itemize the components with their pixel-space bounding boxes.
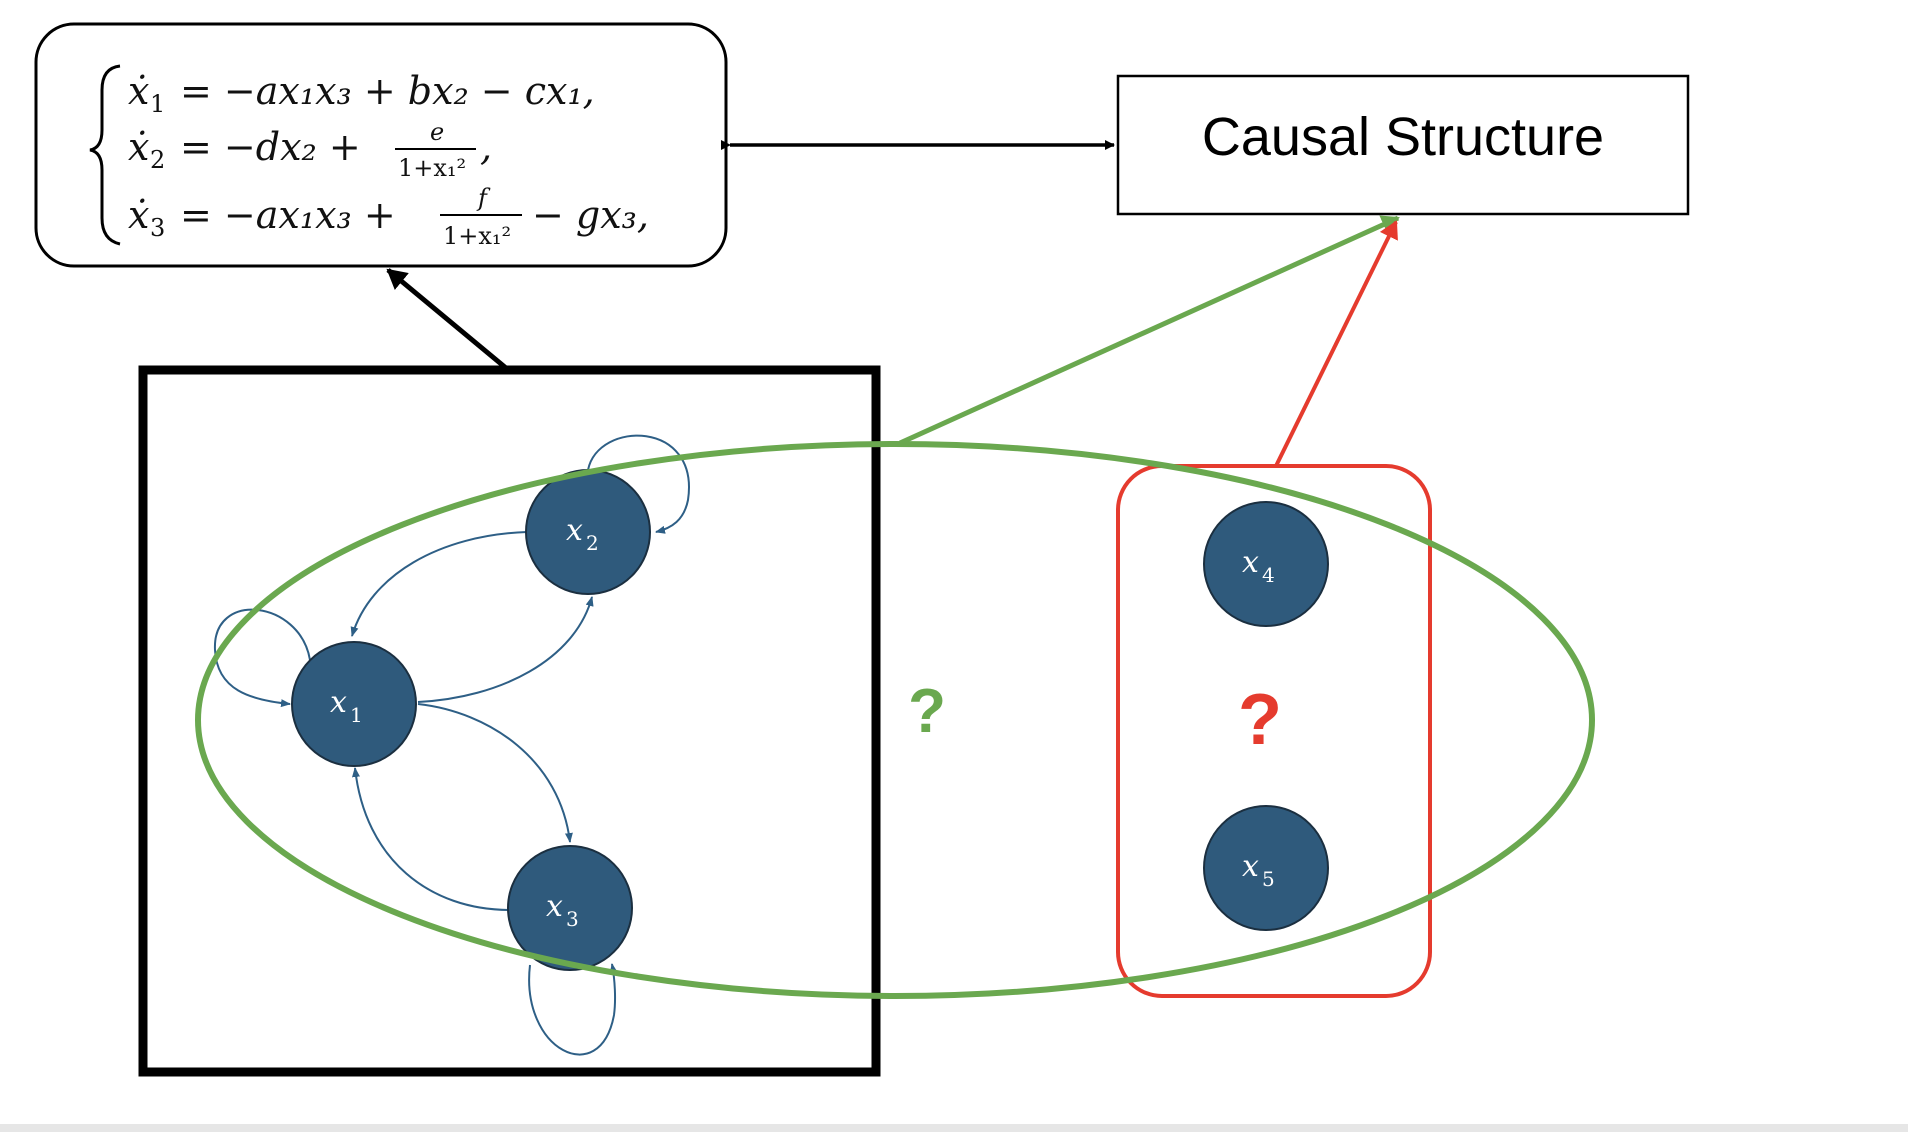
svg-text:3: 3 — [150, 214, 165, 242]
full-system-ellipse — [195, 441, 1595, 999]
edge-x3-x1 — [352, 767, 511, 911]
edge-x3-self — [528, 963, 618, 1056]
node-x2: x 2 — [525, 469, 651, 595]
svg-text:x: x — [1242, 849, 1259, 884]
edge-x2-x1 — [350, 531, 528, 637]
svg-text:x: x — [546, 889, 563, 924]
equation-1: ẋ 1 = −ax₁x₃ + bx₂ − cx₁, — [128, 69, 595, 118]
green-question-mark: ? — [908, 677, 946, 746]
bottom-strip — [0, 1124, 1908, 1132]
unobserved-variables-box — [1116, 464, 1432, 998]
svg-text:3: 3 — [566, 907, 579, 931]
edge-x2-self — [587, 434, 690, 534]
causal-structure-box: Causal Structure — [1116, 74, 1690, 216]
svg-text:x: x — [330, 685, 347, 720]
edge-x1-x2 — [417, 596, 594, 703]
node-x1: x 1 — [291, 641, 417, 767]
svg-text:ẋ: ẋ — [128, 69, 149, 113]
svg-text:= −ax₁x₃ + bx₂ − cx₁,: = −ax₁x₃ + bx₂ − cx₁, — [180, 69, 595, 113]
causal-structure-label: Causal Structure — [1202, 107, 1604, 167]
node-x4: x 4 — [1203, 501, 1329, 627]
known-edges — [213, 434, 690, 1056]
equation-2: ẋ 2 = −dx₂ + e 1+x₁² , — [128, 118, 492, 182]
svg-text:,: , — [480, 125, 492, 169]
node-x5: x 5 — [1203, 805, 1329, 931]
equation-box: ẋ 1 = −ax₁x₃ + bx₂ − cx₁, ẋ 2 = −dx₂ + e… — [34, 22, 728, 268]
left-brace — [89, 64, 121, 246]
svg-text:e: e — [430, 118, 444, 146]
svg-text:1+x₁²: 1+x₁² — [398, 154, 466, 182]
node-x3: x 3 — [507, 845, 633, 971]
svg-text:5: 5 — [1262, 867, 1275, 891]
unobserved-to-causal-arrow — [1274, 220, 1398, 467]
svg-text:= −ax₁x₃ +: = −ax₁x₃ + — [180, 193, 396, 237]
equation-3: ẋ 3 = −ax₁x₃ + f 1+x₁² − gx₃, — [128, 184, 649, 250]
model-to-equations-arrow — [386, 268, 508, 370]
svg-text:1: 1 — [150, 90, 165, 118]
svg-text:x: x — [566, 513, 583, 548]
known-system-box — [138, 365, 881, 1077]
svg-text:ẋ: ẋ — [128, 125, 149, 169]
red-question-mark: ? — [1238, 680, 1282, 760]
edge-x1-self — [213, 608, 311, 708]
full-system-to-causal-arrow — [898, 215, 1400, 446]
svg-text:2: 2 — [150, 146, 165, 174]
svg-text:1: 1 — [350, 703, 363, 727]
svg-text:4: 4 — [1262, 563, 1275, 587]
svg-text:x: x — [1242, 545, 1259, 580]
svg-text:ẋ: ẋ — [128, 193, 149, 237]
svg-text:= −dx₂ +: = −dx₂ + — [180, 125, 361, 169]
edge-x1-x3 — [417, 703, 573, 843]
svg-text:1+x₁²: 1+x₁² — [443, 222, 511, 250]
svg-text:− gx₃,: − gx₃, — [532, 193, 649, 237]
svg-text:2: 2 — [586, 531, 599, 555]
